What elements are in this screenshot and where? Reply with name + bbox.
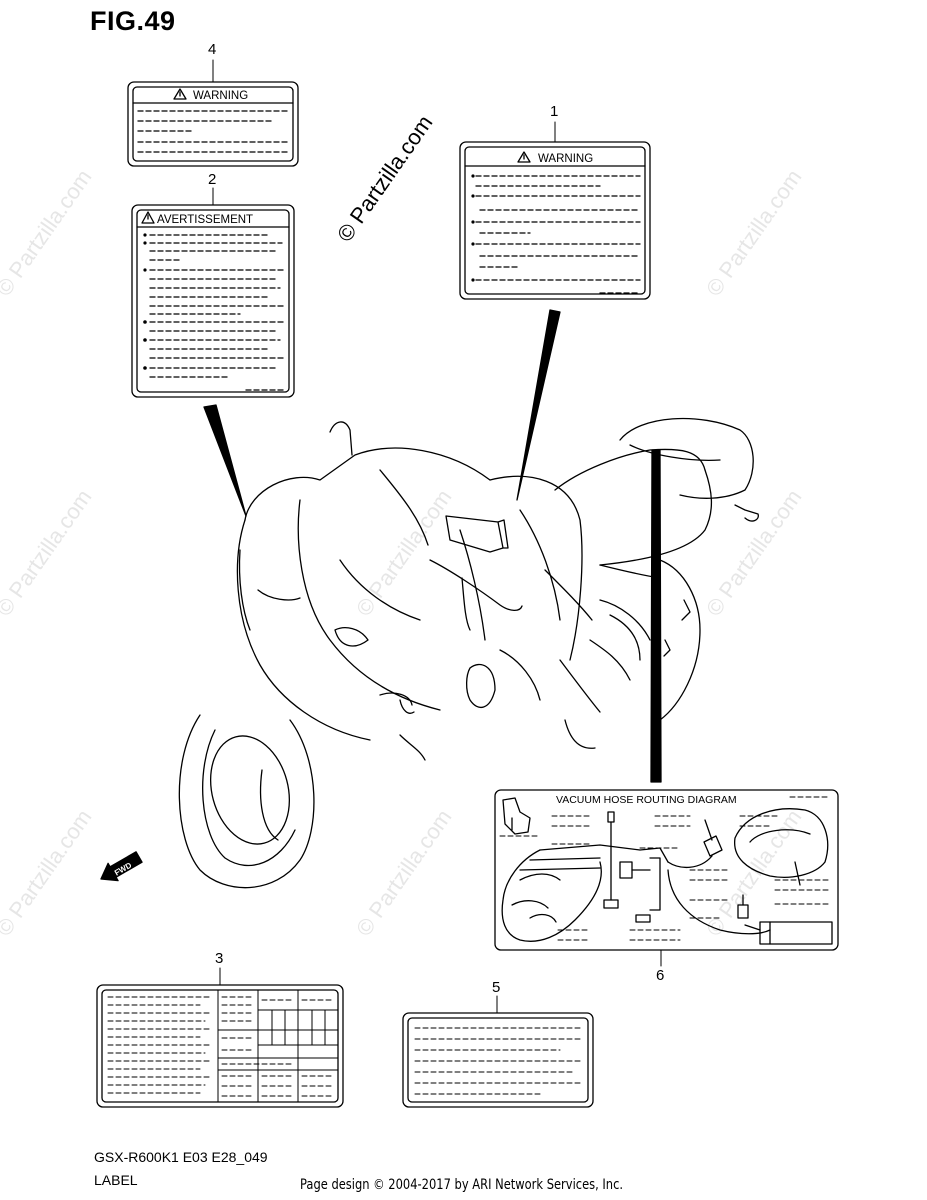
label-4-warning bbox=[127, 59, 299, 167]
figure-title: FIG.49 bbox=[90, 6, 176, 36]
callout-3: 3 bbox=[215, 950, 224, 967]
pointer-label-6 bbox=[650, 449, 662, 783]
label-6-vacuum bbox=[494, 789, 839, 967]
diagram-code: GSX-R600K1 E03 E28_049 bbox=[94, 1149, 268, 1165]
label-2-heading: AVERTISSEMENT bbox=[157, 214, 253, 226]
label-5 bbox=[402, 995, 594, 1108]
callout-6: 6 bbox=[656, 967, 665, 984]
callout-5: 5 bbox=[492, 979, 501, 996]
callout-1: 1 bbox=[550, 103, 559, 120]
label-1-heading: WARNING bbox=[538, 153, 593, 165]
callout-4: 4 bbox=[208, 41, 217, 58]
motorcycle-outline bbox=[178, 417, 759, 889]
pointer-label-1 bbox=[516, 309, 561, 501]
pointer-label-2 bbox=[203, 404, 247, 517]
fwd-arrow bbox=[100, 851, 143, 882]
section-label: LABEL bbox=[94, 1172, 138, 1188]
label-6-heading: VACUUM HOSE ROUTING DIAGRAM bbox=[556, 794, 737, 806]
label-3-spec-table bbox=[96, 967, 344, 1108]
label-2-avertissement bbox=[131, 187, 295, 398]
label-4-heading: WARNING bbox=[193, 90, 248, 102]
callout-2: 2 bbox=[208, 171, 217, 188]
label-1-warning bbox=[459, 121, 651, 300]
footer-copyright: Page design © 2004-2017 by ARI Network S… bbox=[300, 1177, 624, 1193]
